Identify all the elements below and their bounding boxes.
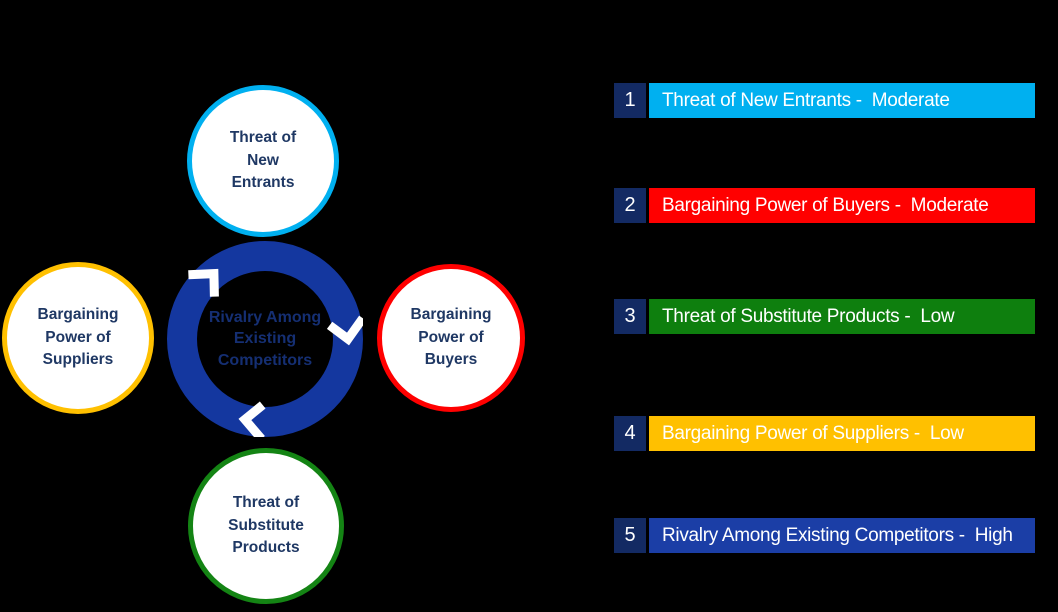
circular-arrow-graphic: [167, 241, 367, 442]
legend-number-5: 5: [614, 518, 646, 553]
legend-bar-rivalry: Rivalry Among Existing Competitors - Hig…: [649, 518, 1035, 553]
force-label: Threat of New Entrants: [229, 129, 297, 192]
rivalry-donut: [167, 241, 367, 442]
force-circle-new-entrants: Threat of New Entrants: [187, 85, 339, 237]
legend-bar-substitutes: Threat of Substitute Products - Low: [649, 299, 1035, 334]
force-circle-buyers: Bargaining Power of Buyers: [377, 264, 525, 412]
legend-number-2: 2: [614, 188, 646, 223]
legend-bar-buyers: Bargaining Power of Buyers - Moderate: [649, 188, 1035, 223]
force-label: Threat of Substitute Products: [228, 494, 304, 557]
chevron-arrow-icon: [326, 315, 367, 346]
legend-number-3: 3: [614, 299, 646, 334]
rivalry-center-label: Rivalry Among Existing Competitors: [208, 308, 322, 369]
legend-bar-new-entrants: Threat of New Entrants - Moderate: [649, 83, 1035, 118]
chevron-arrow-icon: [238, 401, 266, 442]
force-label: Bargaining Power of Suppliers: [37, 306, 119, 369]
chevron-arrow-icon: [188, 268, 219, 297]
force-label: Bargaining Power of Buyers: [410, 306, 492, 369]
legend-bar-suppliers: Bargaining Power of Suppliers - Low: [649, 416, 1035, 451]
force-circle-substitutes: Threat of Substitute Products: [188, 448, 344, 604]
force-circle-suppliers: Bargaining Power of Suppliers: [2, 262, 154, 414]
legend-number-1: 1: [614, 83, 646, 118]
legend-number-4: 4: [614, 416, 646, 451]
